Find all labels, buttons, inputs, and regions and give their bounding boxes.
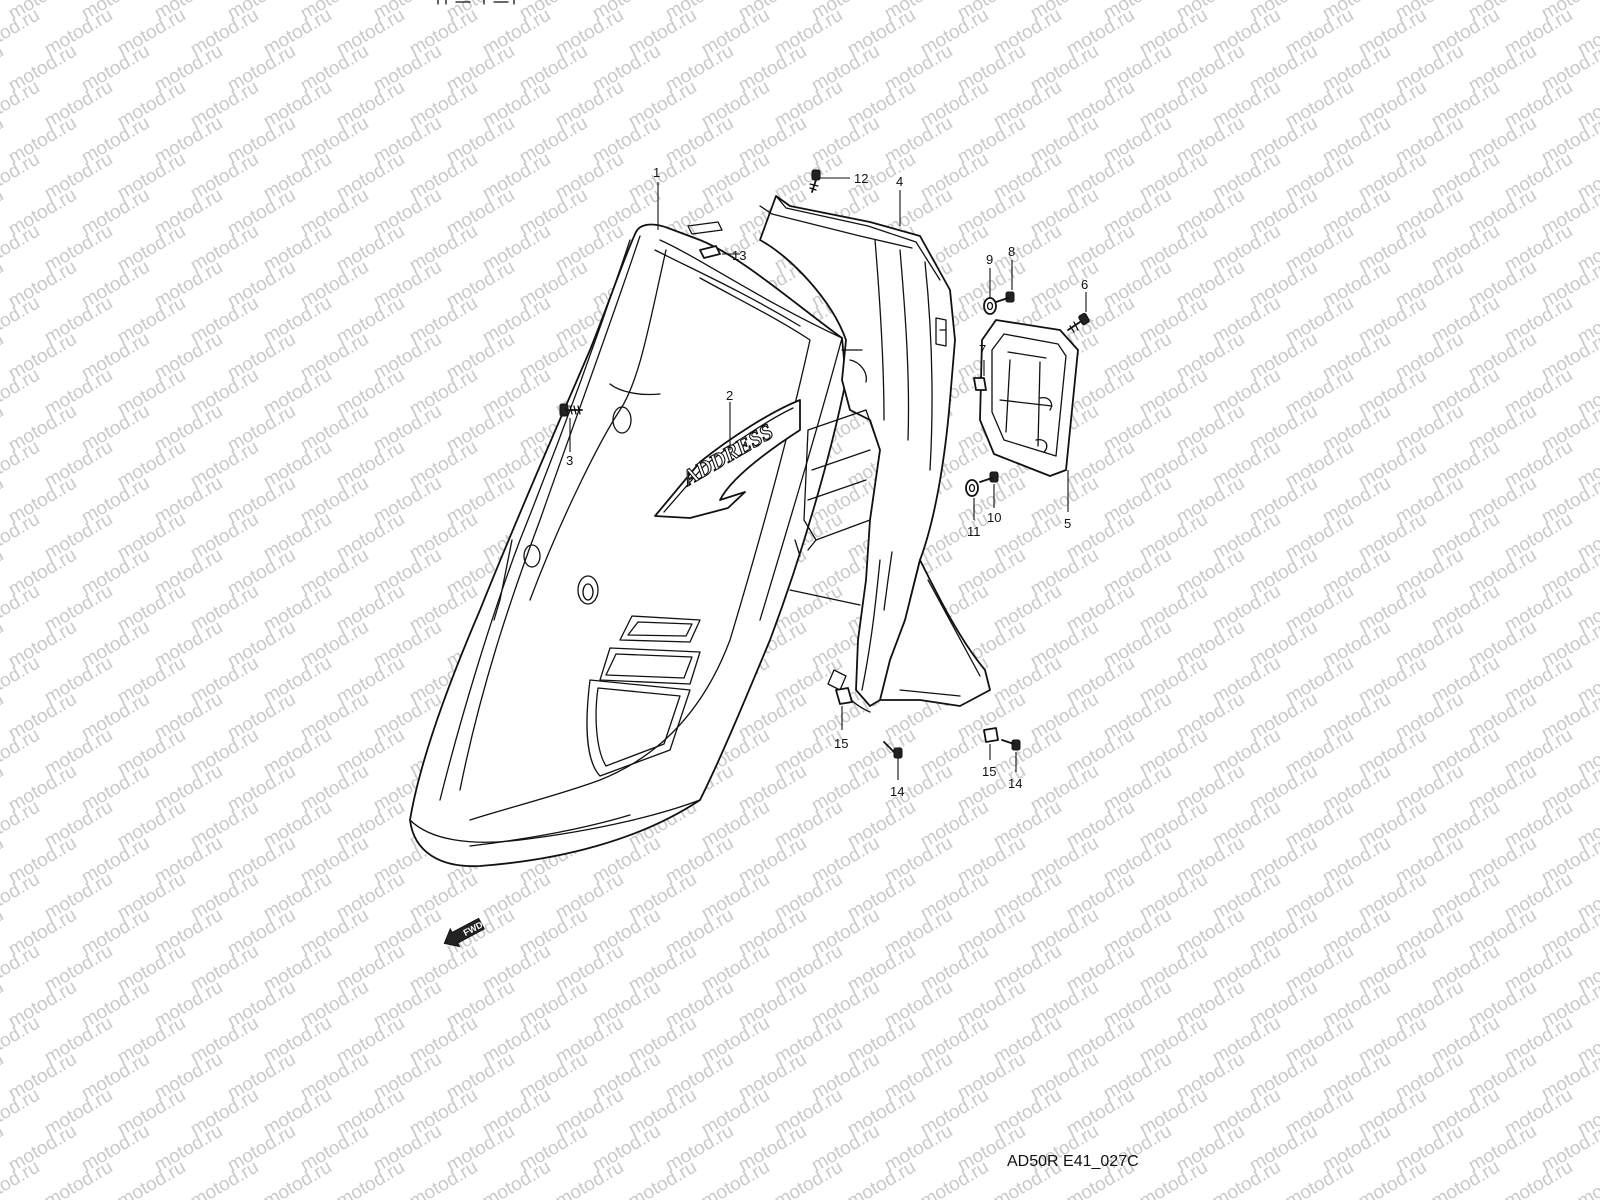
watermark-text: motod.ru — [0, 869, 43, 925]
watermark-text: motod.ru — [0, 905, 7, 961]
watermark-text: motod.ru — [1136, 1157, 1211, 1200]
watermark-text: motod.ru — [333, 1157, 408, 1200]
watermark-text: motod.ru — [0, 113, 7, 169]
watermark-text: motod.ru — [114, 1157, 189, 1200]
inner-cover — [759, 195, 991, 713]
callout-14-right: 14 — [1008, 776, 1022, 791]
nut-9 — [983, 297, 997, 315]
watermark-text: motod.ru — [0, 329, 7, 385]
clip-7 — [973, 377, 987, 391]
watermark-text: motod.ru — [0, 1085, 43, 1141]
watermark-text: motod.ru — [0, 509, 43, 565]
callout-13: 13 — [732, 248, 746, 263]
watermark-text: motod.ru — [0, 941, 43, 997]
watermark-text: motod.ru — [0, 977, 7, 1033]
watermark-text: motod.ru — [552, 1157, 627, 1200]
watermark-text: motod.ru — [0, 797, 43, 853]
callout-10: 10 — [987, 510, 1001, 525]
watermark-text: motod.ru — [0, 149, 43, 205]
watermark-text: motod.ru — [0, 617, 7, 673]
nut-11 — [965, 479, 979, 497]
clip-15-left — [835, 687, 853, 705]
watermark-text: motod.ru — [0, 1049, 7, 1105]
watermark-text: motod.ru — [917, 1157, 992, 1200]
watermark-text: motod.ru — [41, 1157, 116, 1200]
watermark-text: motod.ru — [0, 437, 43, 493]
watermark-text: motod.ru — [1209, 1157, 1284, 1200]
watermark-text: motod.ru — [0, 833, 7, 889]
watermark-text: motod.ru — [0, 293, 43, 349]
front-leg-shield — [409, 221, 847, 868]
watermark-text: motod.ru — [1501, 1157, 1576, 1200]
watermark-text: motod.ru — [1282, 1157, 1357, 1200]
watermark-text: motod.ru — [0, 653, 43, 709]
watermark-text: motod.ru — [0, 5, 43, 61]
watermark-text: motod.ru — [0, 761, 7, 817]
callout-4: 4 — [896, 174, 903, 189]
callout-9: 9 — [986, 252, 993, 267]
watermark-text: motod.ru — [771, 1157, 846, 1200]
watermark-text: motod.ru — [260, 1157, 335, 1200]
watermark-text: motod.ru — [0, 41, 7, 97]
watermark-text: motod.ru — [1428, 1157, 1503, 1200]
watermark-text: motod.ru — [1574, 1157, 1600, 1200]
watermark-text: motod.ru — [0, 545, 7, 601]
callout-labels: 1 2 3 4 5 6 7 8 9 10 11 12 13 14 14 15 1… — [566, 165, 1088, 799]
bolt-10 — [979, 471, 999, 483]
watermark-text: motod.ru — [698, 1157, 773, 1200]
screw-6 — [1067, 312, 1090, 333]
watermark-text: motod.ru — [0, 185, 7, 241]
watermark-text: motod.ru — [187, 1157, 262, 1200]
clip-15-right — [983, 727, 999, 743]
screw-14-right — [1001, 739, 1021, 751]
callout-7: 7 — [979, 342, 986, 357]
watermark-text: motod.ru — [479, 1157, 554, 1200]
watermark-text: motod.ru — [406, 1157, 481, 1200]
watermark-text: motod.ru — [625, 1157, 700, 1200]
callout-3: 3 — [566, 453, 573, 468]
callout-15-left: 15 — [834, 736, 848, 751]
bolt-8 — [995, 291, 1015, 303]
watermark-text: motod.ru — [0, 581, 43, 637]
watermark-text: motod.ru — [0, 473, 7, 529]
watermark-text: motod.ru — [0, 221, 43, 277]
watermark-text: motod.ru — [0, 1013, 43, 1069]
watermark-text: motod.ru — [1355, 1157, 1430, 1200]
bracket — [979, 319, 1079, 477]
watermark-text: motod.ru — [0, 725, 43, 781]
screw-12 — [809, 169, 821, 193]
watermark-text: motod.ru — [0, 401, 7, 457]
screw-3 — [559, 403, 583, 417]
watermark-text: motod.ru — [0, 1121, 7, 1177]
callout-11: 11 — [967, 524, 981, 539]
cropped-header-fragment — [437, 0, 515, 5]
drawing-code: AD50R E41_027C — [1007, 1153, 1139, 1170]
callout-1: 1 — [653, 165, 660, 180]
watermark-text: motod.ru — [0, 365, 43, 421]
watermark-text: motod.ru — [0, 77, 43, 133]
callout-6: 6 — [1081, 277, 1088, 292]
watermark-text: motod.ru — [0, 689, 7, 745]
callout-2: 2 — [726, 388, 733, 403]
watermark-text: motod.ru — [844, 1157, 919, 1200]
callout-15-right: 15 — [982, 764, 996, 779]
callout-12: 12 — [854, 171, 868, 186]
leader-lines — [569, 177, 1087, 780]
callout-14-left: 14 — [890, 784, 904, 799]
callout-5: 5 — [1064, 516, 1071, 531]
clip-13 — [699, 245, 721, 259]
callout-8: 8 — [1008, 244, 1015, 259]
watermark-text: motod.ru — [0, 257, 7, 313]
